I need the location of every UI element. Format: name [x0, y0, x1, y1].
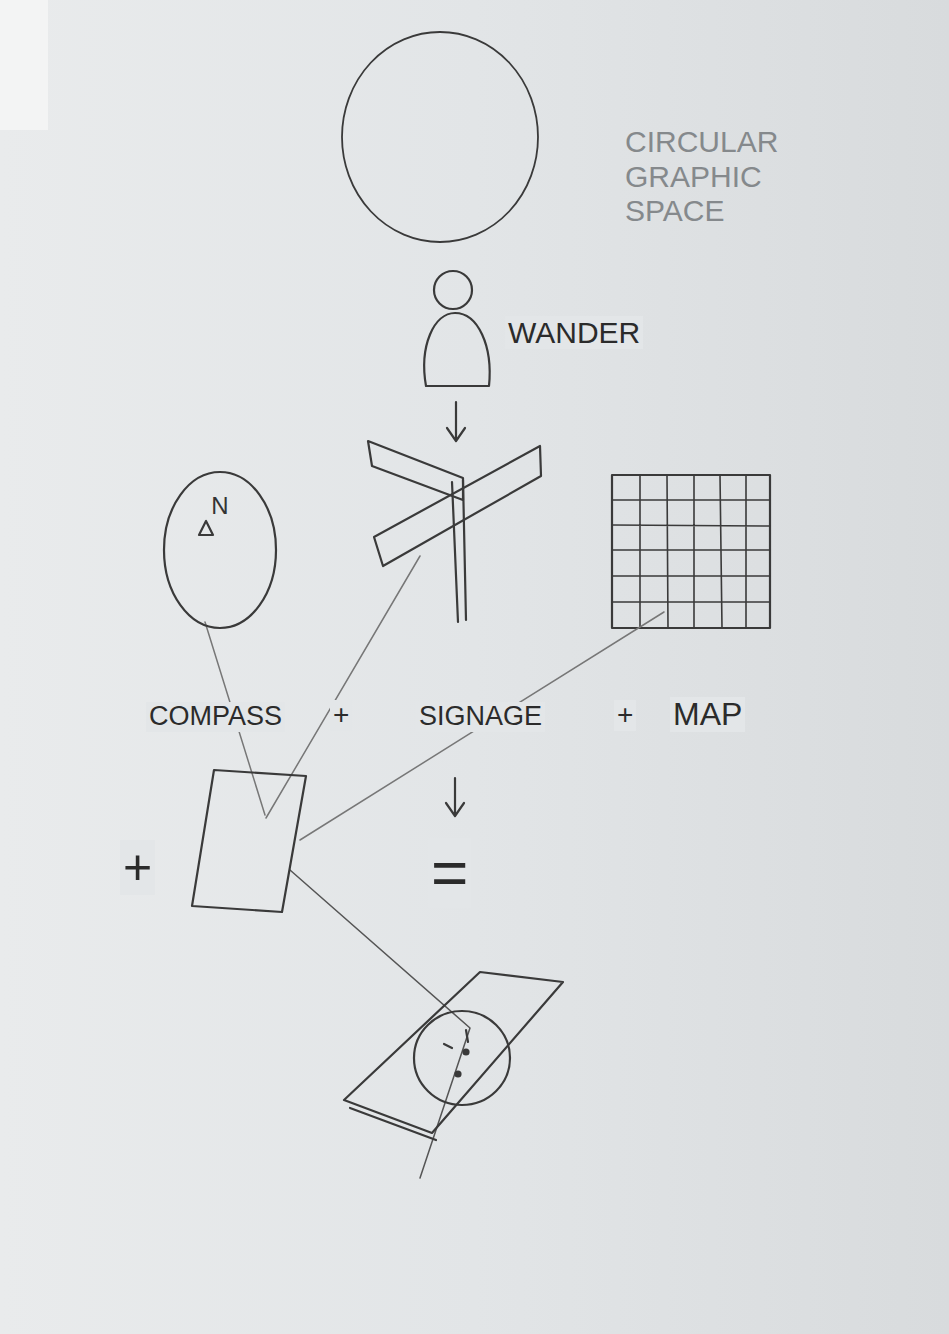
- clock-dot: [464, 1050, 469, 1055]
- map-grid: [612, 475, 770, 628]
- paper-edge: [0, 0, 48, 130]
- circle-space: CIRCULAR GRAPHIC SPACE: [340, 30, 540, 244]
- north-letter: N: [162, 492, 278, 520]
- person-head: [434, 271, 472, 309]
- signage-label: SIGNAGE: [416, 702, 545, 732]
- map-label: MAP: [670, 697, 745, 732]
- plus-sign-holder: +: [330, 700, 352, 731]
- north-triangle: [199, 521, 213, 535]
- compass-label-holder: COMPASS: [146, 702, 285, 732]
- signpost-board: [374, 446, 541, 566]
- clock-ticks: [444, 1030, 468, 1048]
- down-arrow: [447, 402, 465, 441]
- wanderer-label-holder: WANDER: [505, 316, 643, 349]
- plus-sign-holder: +: [614, 700, 636, 731]
- node-outline: [340, 30, 540, 244]
- clock-face: [414, 1011, 510, 1105]
- link-line: [300, 612, 664, 840]
- plus-sign: +: [614, 700, 636, 731]
- down-arrow: [446, 778, 464, 816]
- device-plate: [344, 972, 563, 1133]
- device-edge: [350, 1108, 436, 1140]
- signage-label-holder: SIGNAGE: [416, 702, 545, 732]
- equals-sign-holder: =: [428, 838, 471, 908]
- note-text: CIRCULAR GRAPHIC SPACE: [625, 125, 815, 229]
- compass-label: COMPASS: [146, 702, 285, 732]
- map-border: [612, 475, 770, 628]
- sketch-links: [205, 556, 664, 1178]
- ellipse-outline: [342, 32, 538, 242]
- signpost-pole: [452, 480, 466, 622]
- plus-sign: +: [120, 840, 155, 895]
- plus-sign-holder: +: [120, 840, 155, 895]
- person-body: [424, 313, 489, 386]
- compass-circle: N: [162, 470, 278, 630]
- link-line: [290, 870, 470, 1178]
- equals-sign: =: [428, 838, 471, 908]
- wanderer-label: WANDER: [505, 316, 643, 349]
- clock-dot: [456, 1072, 461, 1077]
- map-lines: [612, 475, 770, 628]
- plus-sign: +: [330, 700, 352, 731]
- map-label-holder: MAP: [670, 697, 745, 732]
- signpost-board: [368, 441, 463, 500]
- phone-shape: [192, 770, 306, 912]
